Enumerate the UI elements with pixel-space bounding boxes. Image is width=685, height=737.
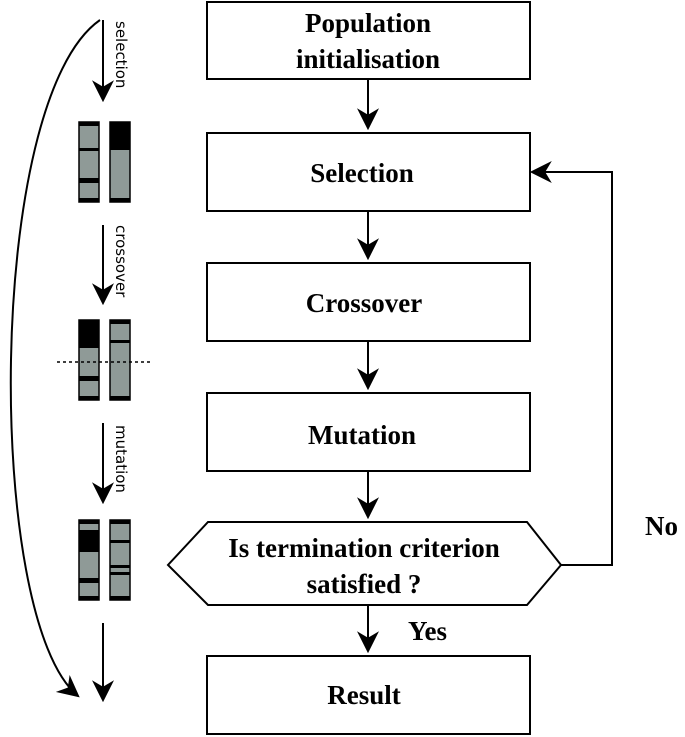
init-label-line2: initialisation xyxy=(296,44,440,74)
flow-arrows xyxy=(357,79,613,654)
chromosome xyxy=(109,519,131,601)
crossover-box: Crossover xyxy=(206,262,531,342)
selection-box: Selection xyxy=(206,132,531,212)
result-box: Result xyxy=(206,655,531,735)
decision-label-line1: Is termination criterion xyxy=(228,533,499,563)
chromosome xyxy=(109,121,131,203)
yes-label: Yes xyxy=(408,616,447,646)
chromosome-pair-crossover xyxy=(57,319,152,401)
curved-return-arrow xyxy=(9,19,101,698)
decision-label-line2: satisfied ? xyxy=(307,569,422,599)
chromosome xyxy=(78,519,100,601)
side-label-mutation: mutation xyxy=(112,425,130,493)
decision-hexagon: Is termination criterion satisfied ? xyxy=(166,521,563,606)
init-box: Population initialisation xyxy=(206,1,531,80)
side-label-crossover: crossover xyxy=(112,225,130,298)
selection-label: Selection xyxy=(310,158,413,188)
result-label: Result xyxy=(327,680,401,710)
no-label: No xyxy=(645,511,678,541)
mutation-box: Mutation xyxy=(206,392,531,472)
chromosome xyxy=(109,319,131,401)
chromosome xyxy=(78,319,100,401)
init-label-line1: Population xyxy=(305,8,431,38)
crossover-label: Crossover xyxy=(306,288,422,318)
chromosome-pair-mutation xyxy=(78,519,131,601)
mutation-label: Mutation xyxy=(308,420,416,450)
side-label-selection: selection xyxy=(112,21,130,88)
arrow-no-loop xyxy=(529,161,613,566)
chromosome xyxy=(78,121,100,203)
chromosome-pair-selection xyxy=(78,121,131,203)
